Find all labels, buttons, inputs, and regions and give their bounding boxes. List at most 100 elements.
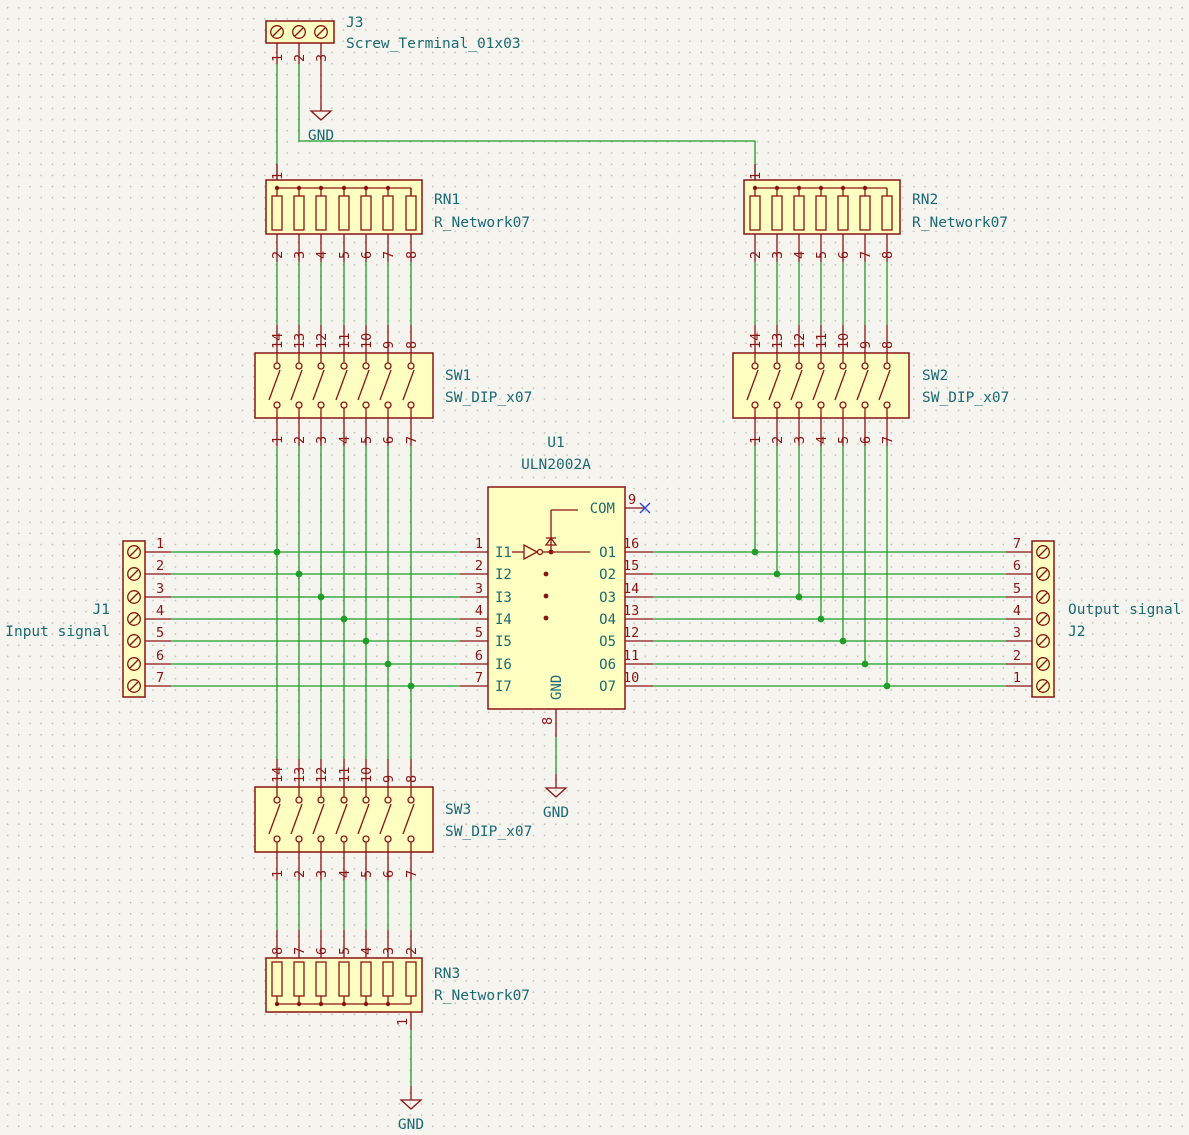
switch-lever [357, 369, 370, 401]
j2-value: Output signal [1068, 602, 1182, 618]
pin-number: 2 [292, 870, 308, 878]
u1-input-name: I3 [495, 590, 512, 606]
gnd-symbol-rn3: GND [398, 1086, 424, 1133]
u1-input-name: I1 [495, 545, 512, 561]
u1-input-name: I7 [495, 679, 512, 695]
pin-number: 10 [359, 767, 375, 783]
screw-icon [1036, 679, 1050, 693]
pin-number: 3 [314, 436, 330, 444]
pin-number: 1 [156, 536, 164, 552]
pin-number: 6 [314, 947, 330, 955]
pin-number: 6 [156, 648, 164, 664]
screw-slot [1038, 636, 1048, 646]
pin-number: 3 [292, 251, 308, 259]
pin-number: 1 [270, 436, 286, 444]
switch-lever [335, 803, 348, 835]
u1-input-name: I2 [495, 567, 512, 583]
switch-lever [402, 369, 415, 401]
u1-value: ULN2002A [521, 457, 591, 473]
sw1-value: SW_DIP_x07 [445, 390, 532, 406]
screw-icon [127, 567, 141, 581]
switch-lever [312, 803, 325, 835]
pin-number: 11 [337, 767, 353, 783]
screw-slot [129, 592, 139, 602]
pin-number: 11 [623, 648, 639, 664]
pin-number: 4 [337, 870, 353, 878]
dip-switch-icon [790, 353, 803, 418]
pin-number: 4 [814, 436, 830, 444]
u1-reference: U1 [547, 435, 564, 451]
dip-switch-icon [812, 353, 825, 418]
screw-icon [1036, 567, 1050, 581]
junction-dot [795, 593, 803, 601]
pin-number: 10 [359, 333, 375, 349]
junction-dot [317, 593, 325, 601]
pin-number: 7 [156, 670, 164, 686]
switch-lever [878, 369, 891, 401]
u1-input-name: I6 [495, 657, 512, 673]
pin-number: 7 [858, 251, 874, 259]
pin-number: 4 [337, 436, 353, 444]
switch-lever [746, 369, 759, 401]
pin-number: 4 [475, 603, 483, 619]
gnd-symbol-u1: GND [543, 774, 569, 821]
pin-number: 3 [314, 54, 330, 62]
gnd-symbol-j3: GND [308, 97, 334, 144]
screw-icon [127, 679, 141, 693]
pin-number: 1 [748, 172, 764, 180]
junction-dot [273, 548, 281, 556]
rn2-reference: RN2 [912, 192, 938, 208]
pin-number: 5 [156, 625, 164, 641]
pin-number: 8 [404, 251, 420, 259]
driver-ic-u1[interactable]: U1ULN2002A1I116O12I215O23I314O34I413O45I… [460, 435, 653, 737]
pin-number: 1 [748, 436, 764, 444]
pin-number: 4 [359, 947, 375, 955]
diode-triangle [544, 536, 558, 546]
switch-lever [379, 369, 392, 401]
junction-dot [340, 615, 348, 623]
j3-value: Screw_Terminal_01x03 [346, 36, 521, 52]
pin-number: 8 [270, 947, 286, 955]
screw-slot [316, 27, 326, 37]
dip-switch-icon [357, 787, 370, 852]
screw-slot [1038, 681, 1048, 691]
switch-lever [402, 803, 415, 835]
pin-number: 11 [337, 333, 353, 349]
switch-lever [312, 369, 325, 401]
pin-number: 2 [748, 251, 764, 259]
sw2-reference: SW2 [922, 368, 948, 384]
j3-reference: J3 [346, 15, 363, 31]
switch-lever [290, 803, 303, 835]
pin-number: 14 [623, 581, 639, 597]
gnd-label: GND [308, 128, 334, 144]
gnd-triangle [544, 787, 568, 798]
junction-dot [817, 615, 825, 623]
pin-number: 7 [475, 670, 483, 686]
wire-vcc-rn2[interactable] [298, 64, 756, 180]
junction-dot [861, 660, 869, 668]
pin-number: 9 [628, 492, 636, 508]
rn1-reference: RN1 [434, 192, 460, 208]
pin-number: 8 [404, 775, 420, 783]
screw-slot [1038, 659, 1048, 669]
screw-icon [1036, 634, 1050, 648]
junction-dot [384, 660, 392, 668]
pin-number: 1 [395, 1018, 411, 1026]
pin-number: 13 [770, 333, 786, 349]
pin-number: 12 [792, 333, 808, 349]
sw1-reference: SW1 [445, 368, 471, 384]
pin-number: 1 [1013, 670, 1021, 686]
switch-lever [379, 803, 392, 835]
rn3-value: R_Network07 [434, 988, 530, 1004]
pin-number: 2 [404, 947, 420, 955]
